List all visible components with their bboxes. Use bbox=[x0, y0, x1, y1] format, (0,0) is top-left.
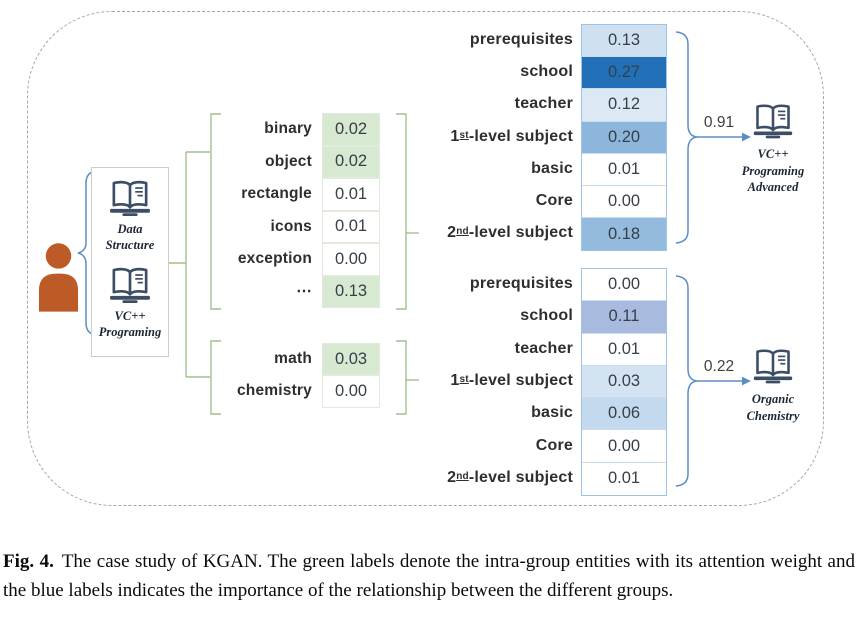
open-book-icon bbox=[752, 349, 794, 385]
relation-label: school bbox=[520, 63, 573, 81]
figure-dashed-border bbox=[27, 11, 824, 506]
relation-label: Core bbox=[535, 192, 573, 210]
entity-labels-group-1: binary object rectangle icons exception … bbox=[170, 113, 312, 308]
weight-cell: 0.27 bbox=[582, 57, 666, 90]
relation-label: school bbox=[520, 307, 573, 325]
weight-cell: 0.06 bbox=[582, 398, 666, 431]
source-book-label: Data Structure bbox=[105, 222, 155, 252]
relation-label: teacher bbox=[514, 339, 573, 357]
entity-labels-group-2: math chemistry bbox=[170, 343, 312, 408]
weight-cell: 0.00 bbox=[322, 375, 380, 408]
weight-cell: 0.00 bbox=[582, 430, 666, 463]
entity-label: icons bbox=[270, 217, 312, 235]
relation-weights-group-2: 0.00 0.11 0.01 0.03 0.06 0.00 0.01 bbox=[581, 268, 667, 497]
entity-label: math bbox=[274, 350, 312, 368]
weight-cell: 0.01 bbox=[582, 462, 666, 496]
weight-cell: 0.03 bbox=[322, 343, 380, 376]
weight-cell: 0.20 bbox=[582, 121, 666, 154]
weight-cell: 0.02 bbox=[322, 113, 380, 146]
weight-cell: 0.03 bbox=[582, 365, 666, 399]
entity-label: chemistry bbox=[236, 382, 312, 400]
relation-label: prerequisites bbox=[469, 31, 573, 49]
entity-label: rectangle bbox=[241, 185, 312, 203]
weight-cell: 0.01 bbox=[582, 333, 666, 366]
target-course-label-2: Organic Chemistry bbox=[746, 392, 800, 423]
weight-cell: 0.00 bbox=[582, 269, 666, 302]
weight-cell: 0.13 bbox=[322, 275, 380, 308]
source-book-label: VC++ Programing bbox=[98, 309, 162, 339]
relation-label: basic bbox=[531, 159, 573, 177]
person-icon bbox=[38, 243, 79, 312]
relation-label: teacher bbox=[514, 95, 573, 113]
weight-cell: 0.00 bbox=[322, 243, 380, 276]
importance-score-2: 0.22 bbox=[703, 358, 735, 375]
source-courses-box: Data Structure VC++ Programing bbox=[91, 167, 169, 357]
weight-cell: 0.11 bbox=[582, 301, 666, 334]
entity-label: object bbox=[265, 152, 312, 170]
entity-label: ⋯ bbox=[296, 283, 312, 301]
open-book-icon bbox=[108, 268, 152, 305]
caption-text: The case study of KGAN. The green labels… bbox=[3, 551, 855, 602]
open-book-icon bbox=[752, 104, 794, 140]
weight-cell: 0.01 bbox=[322, 178, 380, 211]
figure-number-label: Fig. 4. bbox=[3, 551, 54, 572]
attention-weights-group-1: 0.02 0.02 0.01 0.01 0.00 0.13 bbox=[322, 113, 380, 308]
open-book-icon bbox=[108, 180, 152, 217]
weight-cell: 0.12 bbox=[582, 89, 666, 122]
relation-label: basic bbox=[531, 404, 573, 422]
weight-cell: 0.00 bbox=[582, 185, 666, 219]
weight-cell: 0.01 bbox=[582, 153, 666, 186]
entity-label: binary bbox=[264, 120, 312, 138]
figure-caption: Fig. 4.The case study of KGAN. The green… bbox=[3, 547, 855, 606]
weight-cell: 0.18 bbox=[582, 218, 666, 251]
relation-label: prerequisites bbox=[469, 275, 573, 293]
weight-cell: 0.02 bbox=[322, 145, 380, 178]
entity-label: exception bbox=[237, 250, 312, 268]
relation-label: Core bbox=[535, 436, 573, 454]
weight-cell: 0.13 bbox=[582, 25, 666, 58]
attention-weights-group-2: 0.03 0.00 bbox=[322, 343, 380, 408]
target-course-label-1: VC++ Programing Advanced bbox=[741, 147, 805, 194]
relation-weights-group-1: 0.13 0.27 0.12 0.20 0.01 0.00 0.18 bbox=[581, 24, 667, 252]
importance-score-1: 0.91 bbox=[703, 114, 735, 131]
weight-cell: 0.01 bbox=[322, 210, 380, 243]
